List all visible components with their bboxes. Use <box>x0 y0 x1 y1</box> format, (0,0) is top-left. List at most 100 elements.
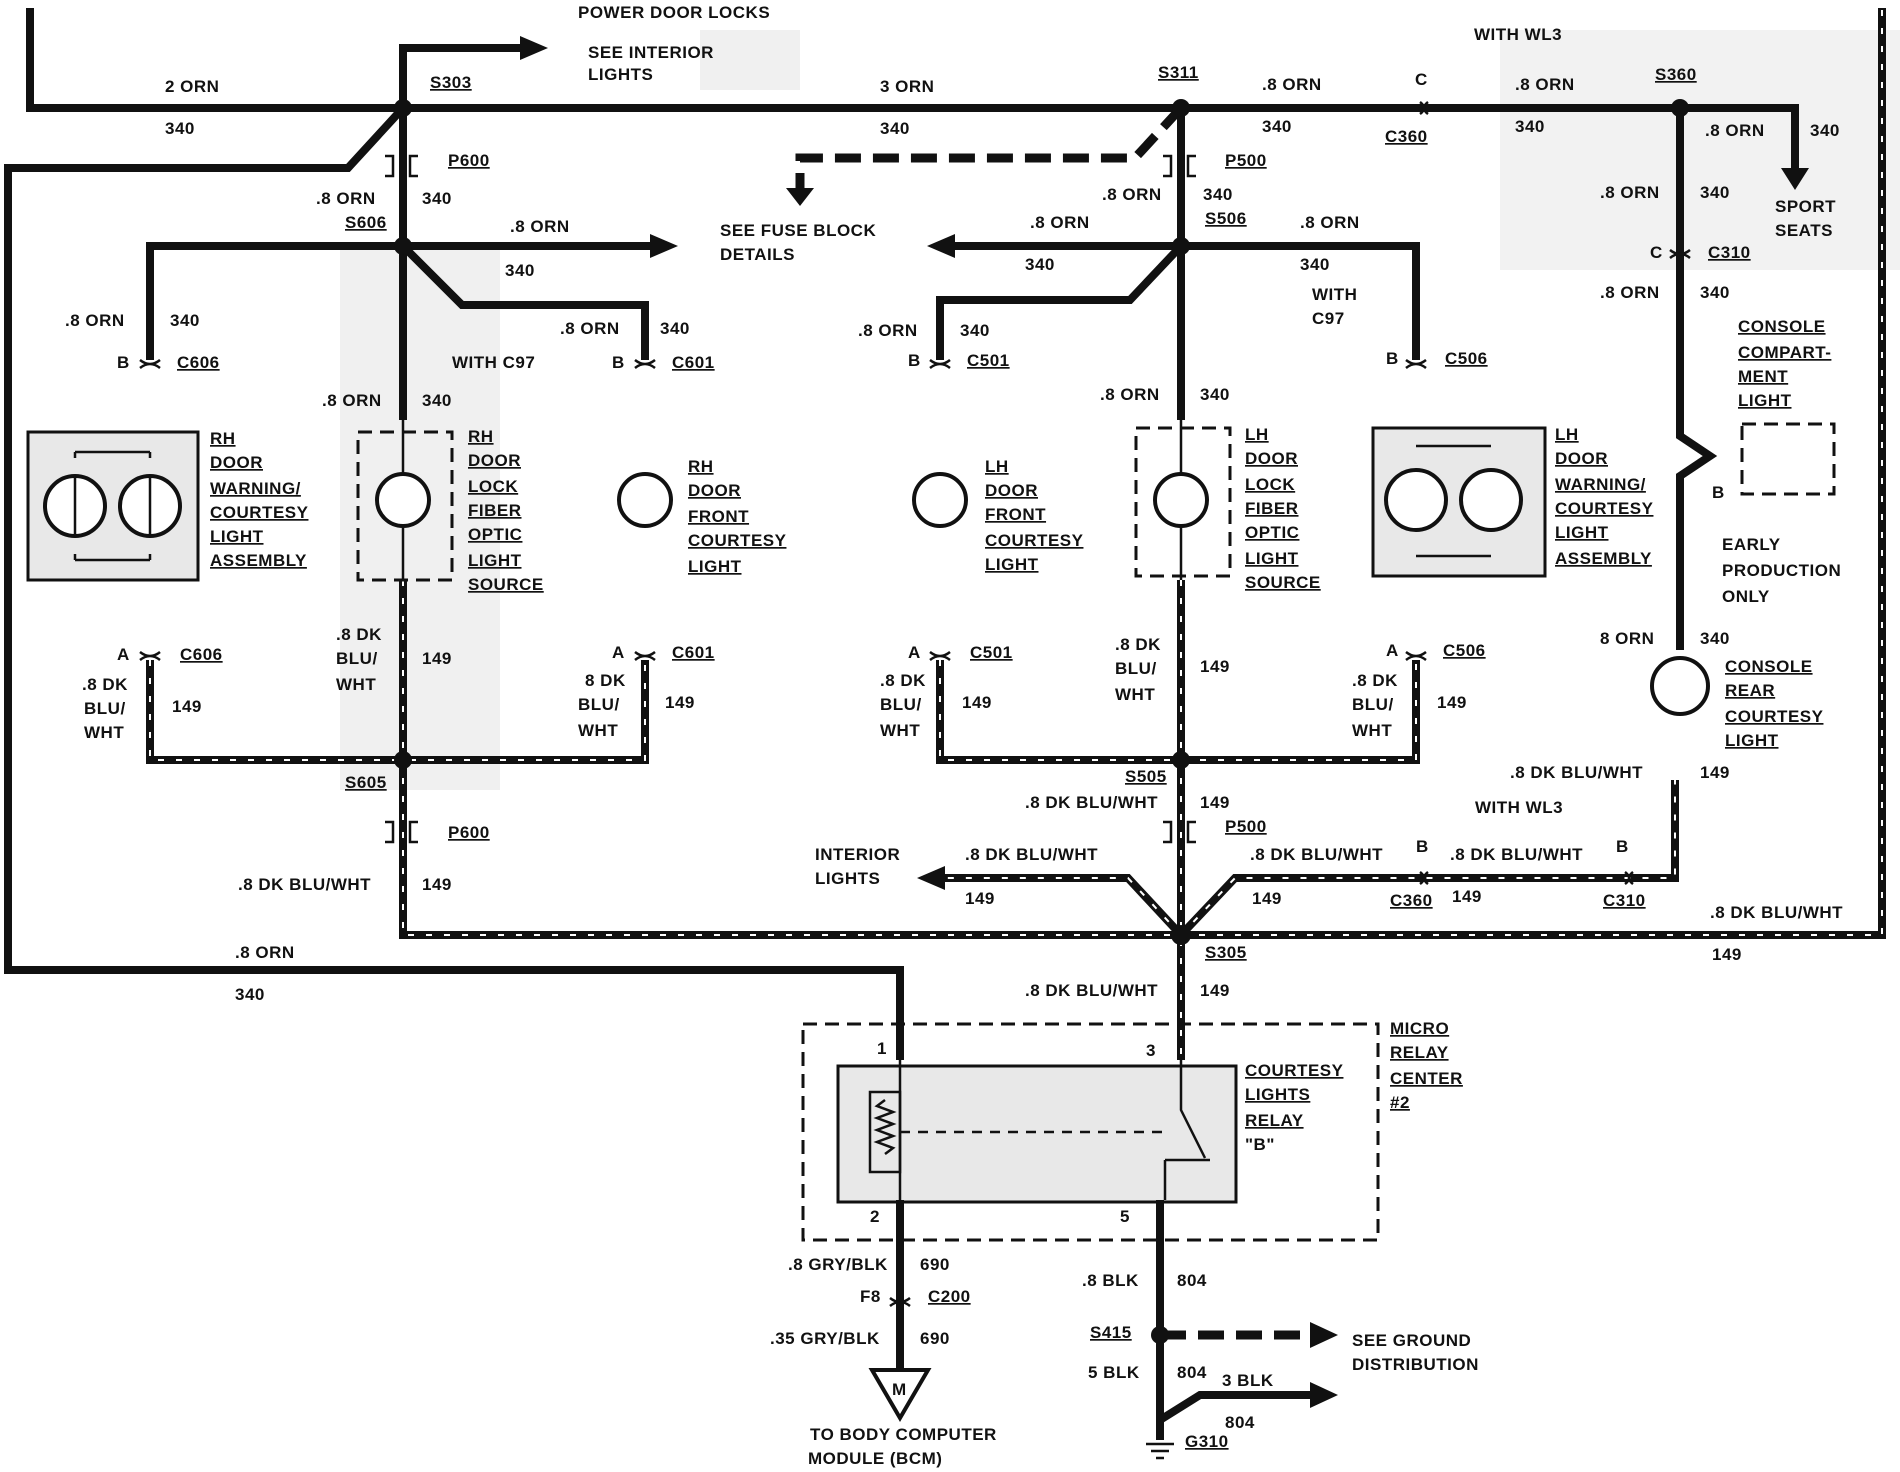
svg-text:OPTIC: OPTIC <box>1245 523 1299 542</box>
arrow-fuse-right <box>650 234 678 258</box>
wire-340: 340 <box>165 119 195 138</box>
wire-2orn: 2 ORN <box>165 77 219 96</box>
conn-c360-bot: C360 <box>1390 891 1433 910</box>
wire-340: 340 <box>422 189 452 208</box>
wire-dkblu: .8 DK BLU/WHT <box>965 845 1098 864</box>
svg-text:WARNING/: WARNING/ <box>1555 475 1646 494</box>
wire-340: 340 <box>1700 629 1730 648</box>
svg-text:LOCK: LOCK <box>468 477 518 496</box>
wire-340: 340 <box>422 391 452 410</box>
console-rear-courtesy-lamp <box>1650 656 1710 716</box>
svg-text:COURTESY: COURTESY <box>1245 1061 1344 1080</box>
relay-pin-2: 2 <box>870 1207 880 1226</box>
pin-b-c310: B <box>1616 837 1629 856</box>
orn-wire-s360-sport <box>1680 104 1799 170</box>
wire-149: 149 <box>1200 981 1230 1000</box>
wire-dk: .8 DK <box>1352 671 1398 690</box>
wire-dkblu: .8 DK BLU/WHT <box>1450 845 1583 864</box>
wire-3orn: 3 ORN <box>880 77 934 96</box>
svg-text:LIGHT: LIGHT <box>1725 731 1779 750</box>
conn-c606-bot: C606 <box>180 645 223 664</box>
conn-c506-top: C506 <box>1445 349 1488 368</box>
svg-text:FRONT: FRONT <box>688 507 749 526</box>
svg-text:LIGHT: LIGHT <box>468 551 522 570</box>
orn-wire-s506-c501 <box>936 243 1184 360</box>
label-interior-2: LIGHTS <box>815 869 880 888</box>
label-with-wl3-top: WITH WL3 <box>1474 25 1562 44</box>
svg-text:RH: RH <box>688 457 714 476</box>
wire-340: 340 <box>170 311 200 330</box>
wire-340: 340 <box>1300 255 1330 274</box>
pin-a-c501: A <box>908 643 921 662</box>
wire-149: 149 <box>172 697 202 716</box>
wire-blu: BLU/ <box>1115 659 1157 678</box>
svg-text:DOOR: DOOR <box>1245 449 1298 468</box>
svg-text:"B": "B" <box>1245 1135 1275 1154</box>
splice-s311: S311 <box>1158 63 1199 82</box>
svg-text:DOOR: DOOR <box>688 481 741 500</box>
svg-text:OPTIC: OPTIC <box>468 525 522 544</box>
wire-wht: WHT <box>1352 721 1392 740</box>
svg-text:COURTESY: COURTESY <box>985 531 1084 550</box>
wire-8orn: .8 ORN <box>1515 75 1575 94</box>
conn-c601-top: C601 <box>672 353 715 372</box>
wire-149: 149 <box>1200 657 1230 676</box>
wire-dkblu: .8 DK BLU/WHT <box>1025 793 1158 812</box>
svg-text:ASSEMBLY: ASSEMBLY <box>210 551 307 570</box>
connector-marks <box>139 101 1691 1308</box>
arrow-fuse-left <box>927 234 955 258</box>
splice-s505: S505 <box>1125 767 1167 786</box>
svg-text:LIGHT: LIGHT <box>985 555 1039 574</box>
lh-assy-label: LH DOOR WARNING/ COURTESY LIGHT ASSEMBLY <box>1555 425 1653 568</box>
conn-g310: G310 <box>1185 1432 1229 1451</box>
pin-b-c606: B <box>117 353 130 372</box>
console-compartment-light <box>1740 422 1836 496</box>
wire-149: 149 <box>422 649 452 668</box>
svg-text:DOOR: DOOR <box>1555 449 1608 468</box>
svg-text:LIGHTS: LIGHTS <box>1245 1085 1310 1104</box>
wire-8orn: .8 ORN <box>560 319 620 338</box>
console-compart-label: CONSOLE COMPART- MENT LIGHT <box>1738 317 1831 410</box>
svg-text:LOCK: LOCK <box>1245 475 1295 494</box>
conn-c506-bot: C506 <box>1443 641 1486 660</box>
wire-dkblu: .8 DK BLU/WHT <box>1250 845 1383 864</box>
lh-front-label: LH DOOR FRONT COURTESY LIGHT <box>985 457 1084 574</box>
wire-8orn: .8 ORN <box>1600 183 1660 202</box>
wire-8orn: .8 ORN <box>1102 185 1162 204</box>
conn-c501-top: C501 <box>967 351 1010 370</box>
svg-text:LIGHT: LIGHT <box>1738 391 1792 410</box>
lh-front-courtesy-lamp <box>912 472 968 528</box>
wire-blu: BLU/ <box>880 695 922 714</box>
wire-8orn: .8 ORN <box>1100 385 1160 404</box>
wire-149: 149 <box>1712 945 1742 964</box>
splice-s606: S606 <box>345 213 387 232</box>
wire-340: 340 <box>1203 185 1233 204</box>
svg-text:LIGHT: LIGHT <box>1245 549 1299 568</box>
wire-8orn: .8 ORN <box>65 311 125 330</box>
conn-p500-bot: P500 <box>1225 817 1267 836</box>
svg-text:MICRO: MICRO <box>1390 1019 1449 1038</box>
wire-8orn: .8 ORN <box>1705 121 1765 140</box>
pin-a-c601: A <box>612 643 625 662</box>
wire-340: 340 <box>1025 255 1055 274</box>
svg-text:COURTESY: COURTESY <box>688 531 787 550</box>
wire-8orn: .8 ORN <box>858 321 918 340</box>
pin-b-c360: B <box>1416 837 1429 856</box>
relay-label: COURTESY LIGHTS RELAY "B" <box>1245 1061 1344 1154</box>
wire-blk8: .8 BLK <box>1082 1271 1139 1290</box>
relay-pin-5: 5 <box>1120 1207 1130 1226</box>
wire-dkblu: .8 DK BLU/WHT <box>1710 903 1843 922</box>
label-bcm-m: M <box>892 1380 907 1399</box>
pin-c-c310: C <box>1650 243 1663 262</box>
lh-fiber-optic-source <box>1134 420 1232 580</box>
wire-wht: WHT <box>84 723 124 742</box>
splice-s360: S360 <box>1655 65 1697 84</box>
wire-149: 149 <box>422 875 452 894</box>
pin-b-c506: B <box>1386 349 1399 368</box>
splice-s305: S305 <box>1205 943 1247 962</box>
wire-8orn: .8 ORN <box>1600 283 1660 302</box>
wire-340: 340 <box>235 985 265 1004</box>
label-with-c97-lh-2: C97 <box>1312 309 1345 328</box>
pin-b-c601: B <box>612 353 625 372</box>
wire-blu: BLU/ <box>1352 695 1394 714</box>
